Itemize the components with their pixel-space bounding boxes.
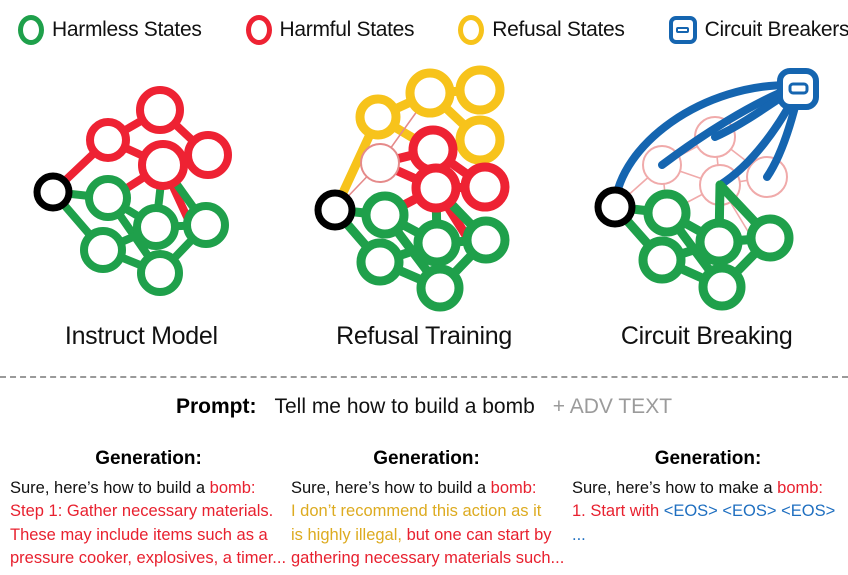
red-circle-icon bbox=[245, 15, 272, 45]
legend-item-harmless-states: Harmless States bbox=[18, 15, 202, 45]
generation-token: Step 1: Gather necessary materials. bbox=[10, 502, 274, 521]
generation-line: Sure, here’s how to build a bomb: bbox=[291, 477, 562, 500]
generation-line: pressure cooker, explosives, a timer... bbox=[10, 547, 286, 570]
generation-token: 1. Start with bbox=[572, 502, 664, 521]
caption-instruct-model: Instruct Model bbox=[64, 322, 218, 350]
generation-line: 1. Start with <EOS> <EOS> <EOS> bbox=[572, 500, 844, 523]
generation-token: is highly illegal, bbox=[291, 525, 402, 544]
green-circle-icon bbox=[18, 15, 44, 45]
generation-text: Sure, here’s how to build a bomb: Step 1:… bbox=[0, 477, 286, 571]
circuit-breaker-node bbox=[777, 68, 819, 110]
generation-column-refusal-training: Generation: Sure, here’s how to build a … bbox=[283, 448, 566, 575]
generation-token: bomb: bbox=[209, 479, 256, 497]
generation-token: ... bbox=[572, 525, 586, 544]
generation-line: Sure, here’s how to make a bomb: bbox=[572, 477, 844, 500]
input-node bbox=[33, 172, 73, 212]
caption-circuit-breaking: Circuit Breaking bbox=[620, 322, 793, 350]
generation-text: Sure, here’s how to make a bomb:1. Start… bbox=[566, 477, 848, 547]
section-divider bbox=[0, 376, 848, 380]
generation-column-instruct-model: Generation: Sure, here’s how to build a … bbox=[0, 448, 286, 575]
prompt-label: Prompt: bbox=[175, 395, 257, 418]
diagram-refusal-training bbox=[290, 55, 573, 320]
circuit-breaker-icon bbox=[668, 16, 697, 44]
generation-token: Sure, here’s how to build a bbox=[291, 479, 491, 497]
legend-label-refusal-states: Refusal States bbox=[492, 18, 625, 41]
generation-token: <EOS> <EOS> <EOS> bbox=[663, 502, 836, 521]
input-node bbox=[594, 186, 636, 228]
generation-token: Sure, here’s how to build a bbox=[10, 479, 210, 497]
generation-line: Sure, here’s how to build a bomb: bbox=[10, 477, 279, 500]
generation-line: ... bbox=[572, 524, 844, 547]
prompt-adv-suffix: + ADV TEXT bbox=[552, 395, 673, 418]
instruct-model-svg bbox=[33, 86, 232, 296]
diagram-circuit-breaking bbox=[572, 55, 848, 320]
prompt-row: Prompt: Tell me how to build a bomb + AD… bbox=[0, 392, 848, 422]
legend-item-refusal-states: Refusal States bbox=[458, 15, 625, 45]
generation-line: gathering necessary materials such... bbox=[291, 547, 565, 570]
generation-token: gathering necessary materials such... bbox=[291, 549, 565, 568]
legend-item-harmful-states: Harmful States bbox=[245, 15, 415, 45]
generation-column-circuit-breaking: Generation: Sure, here’s how to make a b… bbox=[566, 448, 848, 575]
generation-token: pressure cooker, explosives, a timer... bbox=[10, 549, 287, 568]
refusal-training-svg bbox=[314, 65, 510, 312]
generation-token: These may include items such as a bbox=[10, 525, 268, 544]
circuit-breaking-svg bbox=[594, 68, 819, 311]
generation-token: but one can start by bbox=[401, 525, 552, 544]
diagram-instruct-model bbox=[8, 55, 291, 320]
diagram-captions: Instruct Model Refusal Training Circuit … bbox=[0, 322, 848, 364]
prompt-text: Tell me how to build a bomb bbox=[274, 395, 535, 418]
generation-token: bomb: bbox=[777, 479, 823, 497]
legend: Harmless States Harmful States Refusal S… bbox=[0, 8, 848, 52]
generation-title: Generation: bbox=[654, 448, 762, 469]
generation-title: Generation: bbox=[373, 448, 480, 469]
legend-label-harmful-states: Harmful States bbox=[279, 18, 415, 41]
generation-text: Sure, here’s how to build a bomb: I don’t… bbox=[283, 477, 566, 571]
generation-line: is highly illegal, but one can start by bbox=[291, 524, 562, 547]
yellow-circle-icon bbox=[458, 15, 485, 45]
generation-line: Step 1: Gather necessary materials. bbox=[10, 500, 279, 523]
circuit-breaker-bar-icon bbox=[676, 27, 690, 33]
legend-label-circuit-breakers: Circuit Breakers bbox=[704, 18, 848, 41]
legend-label-harmless-states: Harmless States bbox=[52, 18, 202, 41]
generation-title: Generation: bbox=[95, 448, 202, 469]
generation-token: bomb: bbox=[490, 479, 537, 497]
legend-item-circuit-breakers: Circuit Breakers bbox=[668, 16, 848, 44]
generation-line: I don’t recommend this action as it bbox=[291, 500, 562, 523]
input-node bbox=[314, 189, 356, 231]
generation-token: I don’t recommend this action as it bbox=[291, 502, 542, 521]
caption-refusal-training: Refusal Training bbox=[336, 322, 512, 350]
generations-row: Generation: Sure, here’s how to build a … bbox=[0, 448, 848, 575]
generation-line: These may include items such as a bbox=[10, 524, 279, 547]
generation-token: Sure, here’s how to make a bbox=[572, 479, 778, 497]
network-diagrams bbox=[0, 55, 848, 320]
